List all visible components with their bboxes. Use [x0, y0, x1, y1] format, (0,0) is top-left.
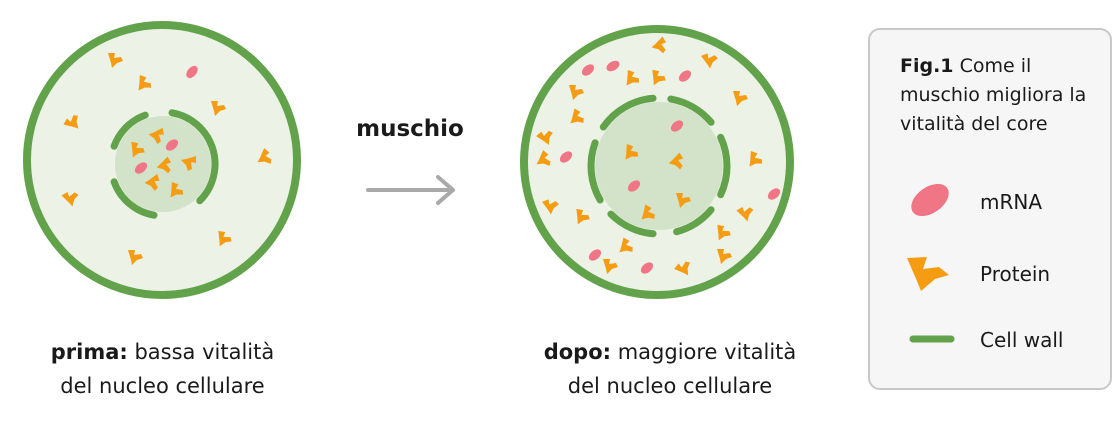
nucleus [595, 102, 723, 230]
protein [536, 130, 553, 146]
protein [108, 53, 123, 68]
caption-text: del nucleo cellulare [567, 374, 773, 398]
cell-wall-segment [168, 109, 216, 150]
protein [736, 206, 754, 222]
protein [603, 259, 618, 274]
protein [674, 261, 690, 276]
legend-title: Fig.1 Come il muschio migliora la vitali… [900, 52, 1110, 139]
protein [717, 249, 732, 264]
mrna [581, 64, 595, 76]
protein [63, 115, 79, 129]
caption-after: dopo: maggiore vitalità del nucleo cellu… [510, 335, 830, 403]
protein [652, 69, 666, 86]
cell-wall-segment [717, 133, 731, 199]
cell-wall-segment [673, 206, 715, 236]
cell-wall-segment [196, 142, 219, 205]
protein [676, 193, 691, 208]
legend: Fig.1 Come il muschio migliora la vitali… [868, 28, 1112, 390]
protein [749, 151, 763, 167]
caption-before: prima: bassa vitalità del nucleo cellula… [20, 335, 305, 403]
particles [61, 53, 272, 265]
protein [170, 182, 184, 198]
mrna [767, 188, 781, 200]
mrna [678, 70, 692, 82]
protein [536, 150, 551, 166]
protein [144, 174, 160, 191]
mrna [670, 120, 684, 132]
protein [131, 141, 145, 158]
cell-wall-segment [587, 139, 604, 204]
legend-label-mrna: mRNA [980, 190, 1043, 214]
protein [128, 250, 143, 265]
arrow-icon [366, 175, 455, 205]
protein [569, 85, 584, 100]
mrna [627, 180, 641, 192]
cell-wall-segment [110, 178, 158, 219]
nuclear-wall [110, 109, 219, 219]
protein [576, 208, 590, 225]
protein [626, 70, 640, 86]
protein [61, 191, 79, 207]
caption-text: del nucleo cellulare [60, 374, 265, 398]
cell-wall-segment [667, 95, 715, 126]
cell-after [520, 25, 794, 299]
mrna [134, 162, 148, 174]
protein-icon [907, 257, 949, 291]
particles [536, 36, 781, 276]
protein [733, 91, 748, 106]
protein [641, 204, 655, 220]
cell-wall-segment [110, 111, 149, 150]
protein [619, 237, 633, 253]
caption-text: maggiore vitalità [611, 340, 797, 364]
cell-before [23, 21, 301, 299]
protein [701, 53, 718, 69]
mrna [588, 249, 602, 261]
protein [668, 152, 684, 170]
protein [218, 230, 232, 247]
protein [625, 144, 639, 160]
caption-bold: prima: [50, 340, 128, 364]
mrna-icon [911, 183, 949, 217]
protein [138, 75, 152, 91]
cell-wall-segment [607, 210, 657, 238]
legend-label-protein: Protein [980, 262, 1051, 286]
protein [570, 108, 584, 124]
protein [717, 224, 731, 241]
protein [156, 156, 172, 174]
mrna [165, 139, 179, 151]
legend-label-cell-wall: Cell wall [980, 328, 1064, 352]
protein [542, 199, 559, 215]
protein [257, 148, 272, 164]
mrna [640, 262, 654, 274]
protein [211, 101, 226, 116]
figure-title: Come il muschio migliora la vitalità del… [900, 55, 1087, 135]
caption-text: bassa vitalità [127, 340, 275, 364]
figure-number: Fig.1 [900, 55, 954, 77]
protein [651, 36, 667, 54]
mrna [186, 65, 198, 79]
arrow-label: muschio [356, 116, 464, 142]
mrna [559, 151, 573, 163]
protein [181, 156, 196, 171]
nuclear-wall [587, 94, 731, 238]
cell-wall-icon [909, 335, 955, 343]
protein [148, 127, 164, 145]
cell-wall-segment [599, 94, 657, 131]
caption-bold: dopo: [543, 340, 612, 364]
mrna [606, 60, 620, 72]
